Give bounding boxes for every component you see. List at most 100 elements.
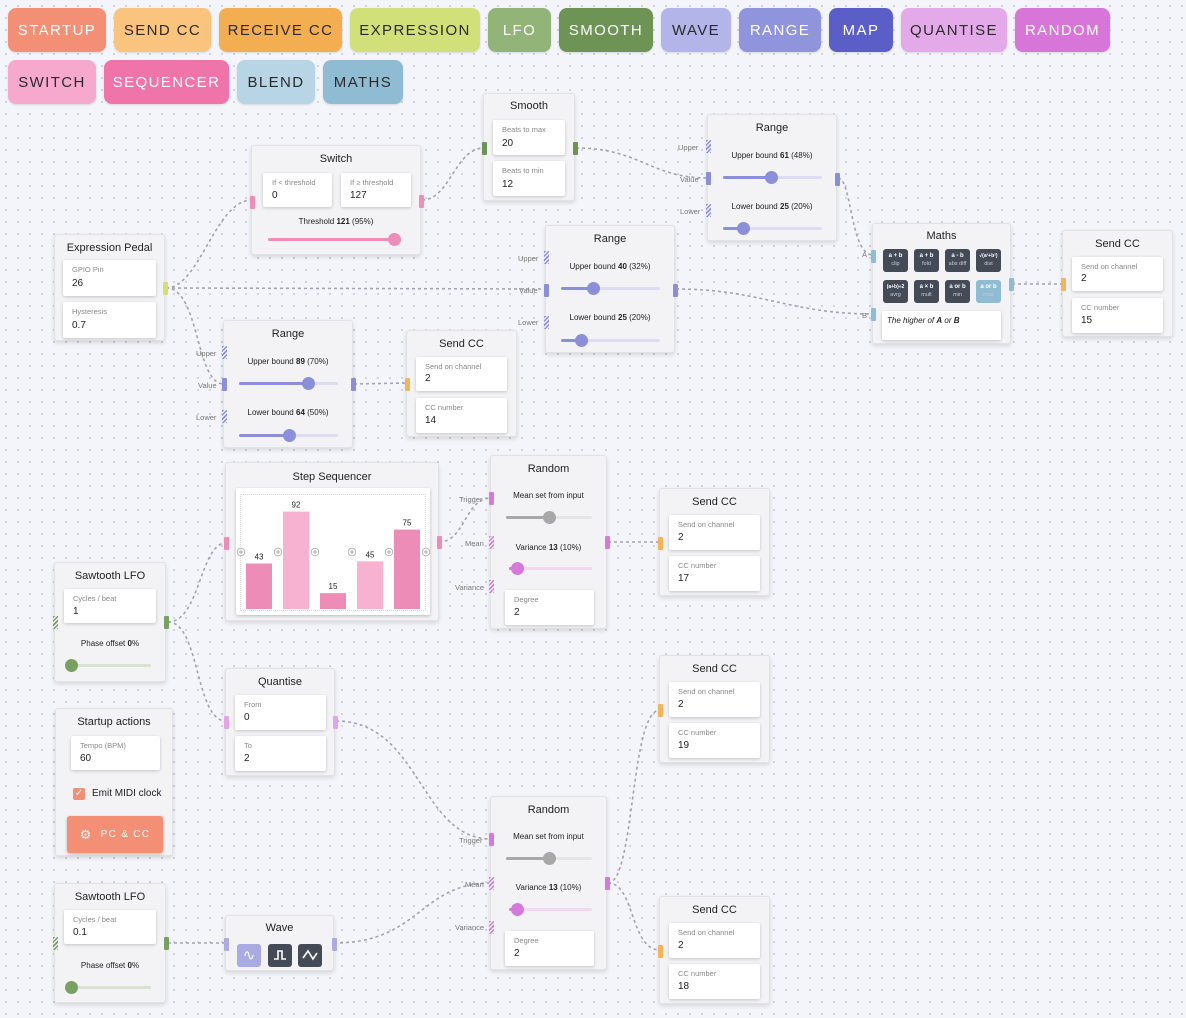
op-dist-button[interactable]: √(a²+b²)dist [976,249,1001,272]
output-port[interactable] [333,716,338,729]
input-port[interactable] [658,945,663,958]
tempo-field[interactable]: Tempo (BPM)60 [71,736,160,770]
slider-knob[interactable] [282,429,296,442]
toolbar-maths-button[interactable]: MATHS [323,60,403,104]
emit-midi-clock-checkbox[interactable]: ✓ [73,788,85,800]
step-bar[interactable] [394,529,420,609]
toolbar-quantise-button[interactable]: QUANTISE [901,8,1007,52]
trigger-input-port[interactable] [489,492,494,505]
input-port[interactable] [250,196,255,209]
toolbar-random-button[interactable]: RANDOM [1015,8,1110,52]
output-port[interactable] [605,536,610,549]
lower-input-port[interactable] [222,410,227,423]
slider-knob[interactable] [388,233,402,246]
input-port[interactable] [405,378,410,391]
output-port[interactable] [605,877,610,890]
output-port[interactable] [164,616,169,629]
triangle-wave-icon[interactable] [298,944,322,967]
toolbar-expression-button[interactable]: EXPRESSION [350,8,480,52]
trigger-input-port[interactable] [489,833,494,846]
toolbar-receive-cc-button[interactable]: RECEIVE CC [219,8,342,52]
input-port[interactable] [53,616,58,629]
range-node-b[interactable]: Range Upper bound 40 (32%) Lower bound 2… [518,225,678,353]
lower-input-port[interactable] [706,204,711,217]
phase-offset-slider[interactable] [65,981,151,994]
input-port[interactable] [224,537,229,550]
input-port[interactable] [658,537,663,550]
slider-knob[interactable] [65,981,78,994]
random-node-b[interactable]: Random Mean set from input Variance 13 (… [455,796,610,970]
value-input-port[interactable] [222,378,227,391]
slider-knob[interactable] [543,511,556,524]
toolbar-send-cc-button[interactable]: SEND CC [114,8,211,52]
below-threshold-field[interactable]: If < threshold 0 [263,173,332,207]
output-port[interactable] [835,173,840,186]
input-port[interactable] [1061,278,1066,291]
input-port[interactable] [53,937,58,950]
beats-to-max-field[interactable]: Beats to max 20 [493,120,565,155]
expression-pedal-node[interactable]: Expression Pedal GPIO Pin 26 Hysteresis … [54,234,168,341]
variance-slider[interactable] [509,903,592,916]
slider-knob[interactable] [574,334,588,347]
slider-knob[interactable] [302,377,316,390]
mean-input-port[interactable] [489,877,494,890]
value-input-port[interactable] [544,284,549,297]
upper-input-port[interactable] [222,346,227,359]
slider-knob[interactable] [65,659,78,672]
variance-input-port[interactable] [489,921,494,934]
upper-bound-slider[interactable] [239,377,338,390]
toolbar-wave-button[interactable]: WAVE [661,8,731,52]
step-bar[interactable] [320,593,346,609]
output-port[interactable] [1009,278,1014,291]
threshold-slider[interactable] [268,233,402,246]
upper-bound-slider[interactable] [561,282,660,295]
toolbar-startup-button[interactable]: STARTUP [8,8,106,52]
random-node-a[interactable]: Random Mean set from input Variance 13 (… [455,455,610,629]
value-input-port[interactable] [706,172,711,185]
lower-bound-slider[interactable] [561,334,660,347]
step-bar[interactable] [283,511,309,609]
above-threshold-field[interactable]: If ≥ threshold 127 [341,173,411,207]
startup-actions-node[interactable]: Startup actions Tempo (BPM)60 ✓ Emit MID… [55,708,173,856]
sine-wave-icon[interactable]: ∿ [237,944,261,967]
output-port[interactable] [437,536,442,549]
input-b-port[interactable] [871,308,876,321]
beats-to-min-field[interactable]: Beats to min 12 [493,161,565,196]
lower-input-port[interactable] [544,316,549,329]
switch-node[interactable]: Switch If < threshold 0 If ≥ threshold 1… [250,145,424,255]
variance-slider[interactable] [509,562,592,575]
phase-offset-slider[interactable] [65,659,151,672]
range-node-a[interactable]: Range Upper bound 61 (48%) Lower bound 2… [678,114,840,241]
step-bar[interactable] [246,563,272,609]
pc-cc-button[interactable]: ⚙PC & CC [67,816,163,853]
input-port[interactable] [224,938,229,951]
input-port[interactable] [224,716,229,729]
variance-input-port[interactable] [489,580,494,593]
lower-bound-slider[interactable] [723,222,822,235]
toolbar-range-button[interactable]: RANGE [739,8,821,52]
